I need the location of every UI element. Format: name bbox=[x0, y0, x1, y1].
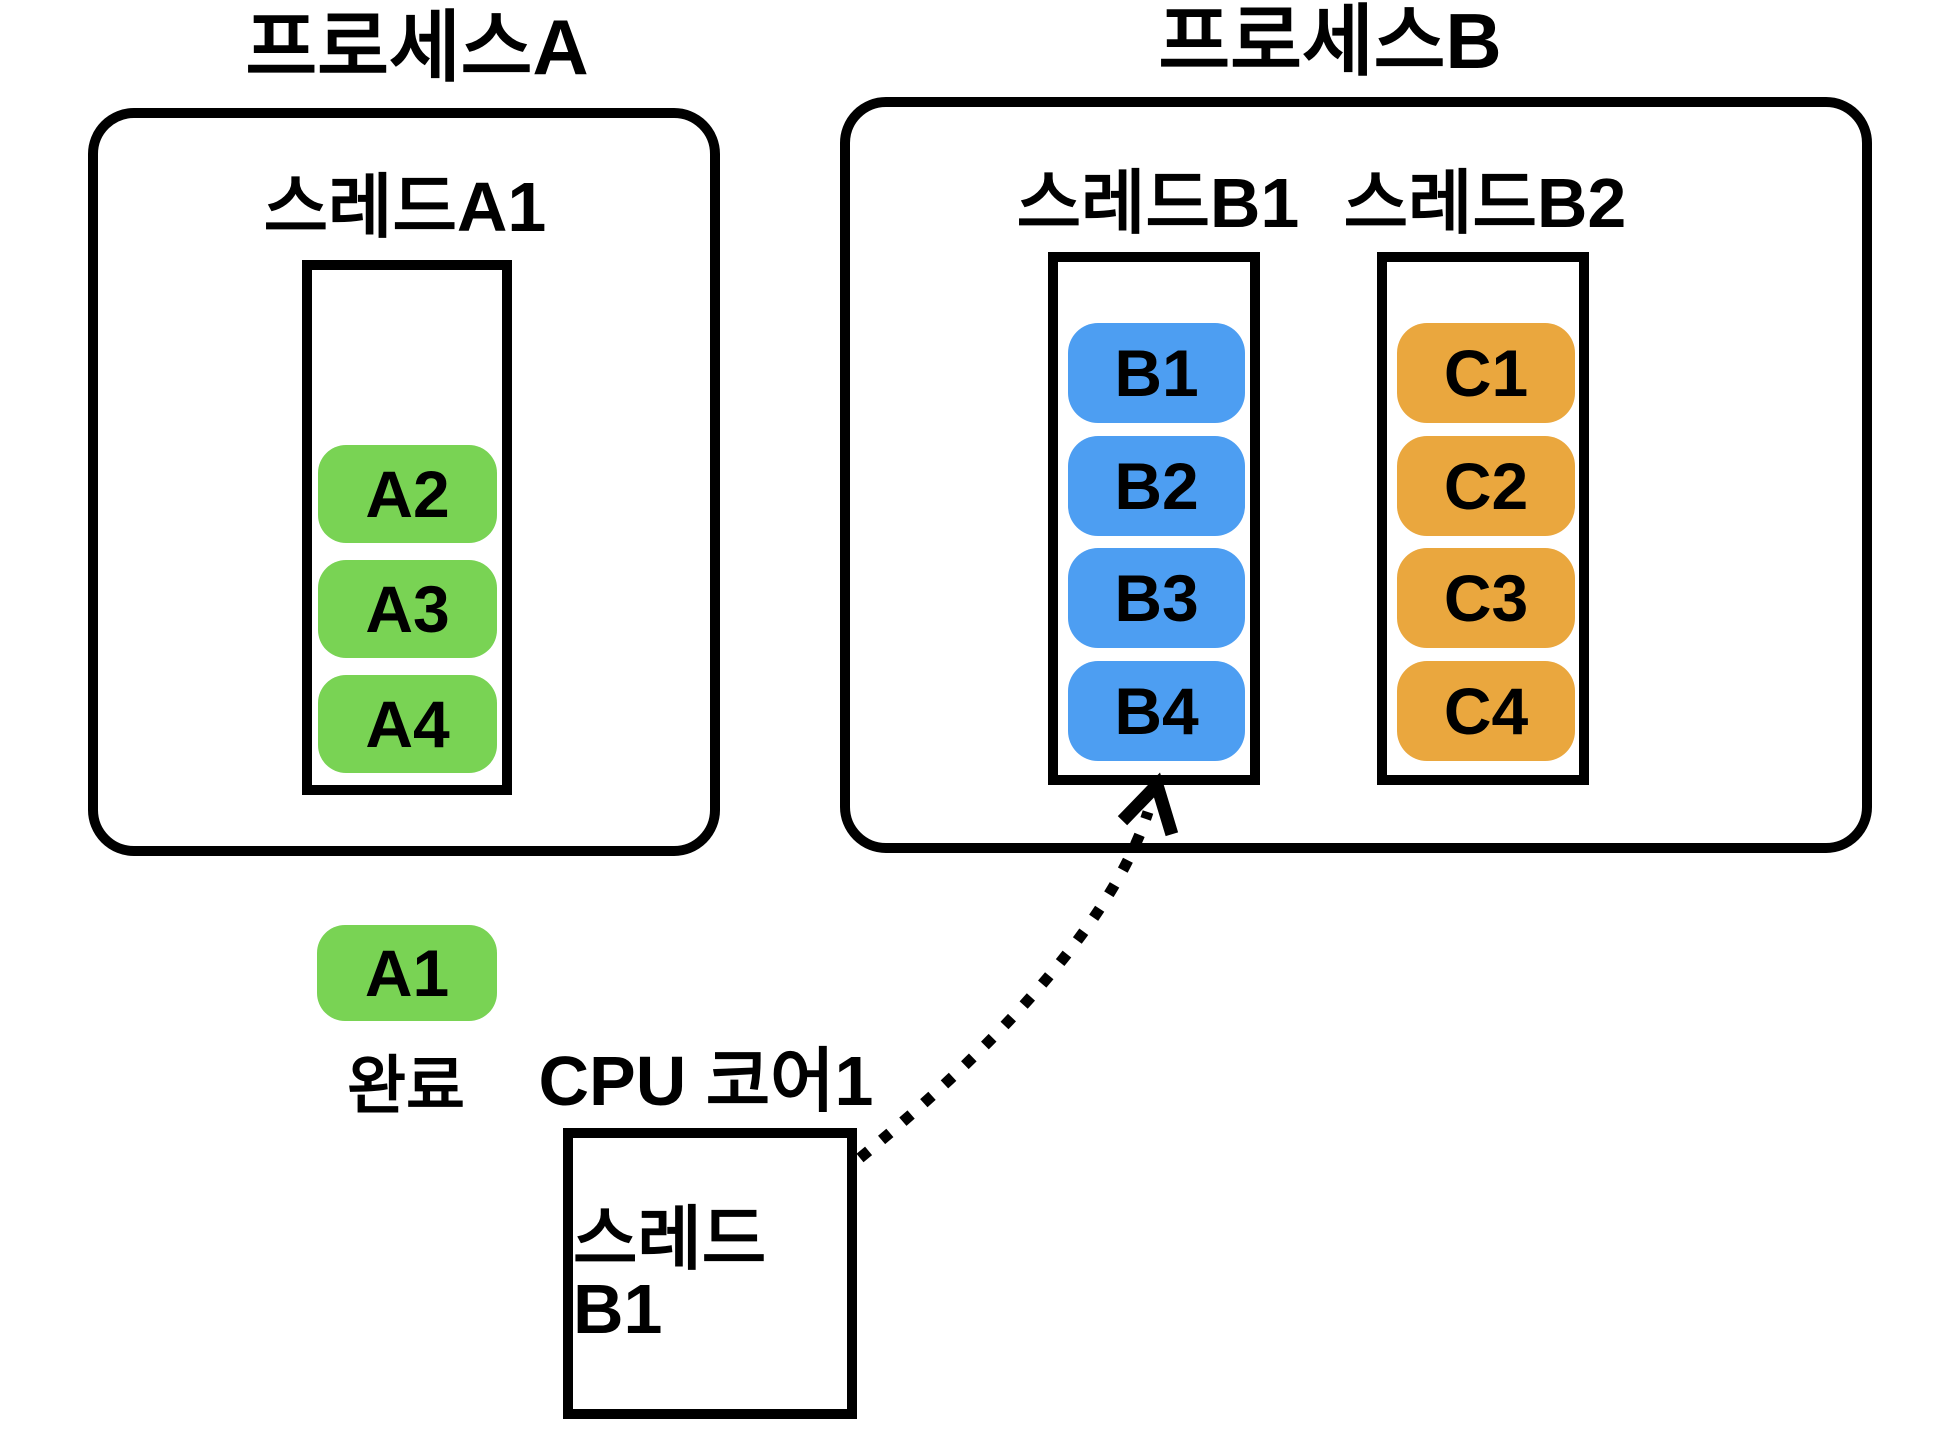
stack-block-c4: C4 bbox=[1397, 661, 1575, 761]
stack-block-b3: B3 bbox=[1068, 548, 1245, 648]
stack-block-b4: B4 bbox=[1068, 661, 1245, 761]
stack-block-c1: C1 bbox=[1397, 323, 1575, 423]
thread-b1-label: 스레드B1 bbox=[1016, 164, 1300, 242]
process-a-title: 프로세스A bbox=[245, 3, 589, 91]
stack-block-b2: B2 bbox=[1068, 436, 1245, 536]
cpu-running-thread-label: 스레드B1 bbox=[573, 1199, 767, 1348]
stack-block-c2: C2 bbox=[1397, 436, 1575, 536]
thread-a1-label: 스레드A1 bbox=[263, 168, 547, 246]
stack-block-a2: A2 bbox=[318, 445, 497, 543]
cpu-core-box: 스레드B1 bbox=[563, 1128, 857, 1419]
process-b-container bbox=[840, 97, 1872, 853]
stack-block-a3: A3 bbox=[318, 560, 497, 658]
stack-block-a4: A4 bbox=[318, 675, 497, 773]
process-b-title: 프로세스B bbox=[1158, 0, 1502, 85]
stack-block-b1: B1 bbox=[1068, 323, 1245, 423]
cpu-core-label: CPU 코어1 bbox=[538, 1042, 874, 1120]
thread-b2-label: 스레드B2 bbox=[1343, 164, 1627, 242]
completed-label: 완료 bbox=[347, 1050, 465, 1122]
completed-block-a1: A1 bbox=[317, 925, 497, 1021]
stack-block-c3: C3 bbox=[1397, 548, 1575, 648]
dispatch-arrow-dotted-line bbox=[856, 810, 1154, 1163]
